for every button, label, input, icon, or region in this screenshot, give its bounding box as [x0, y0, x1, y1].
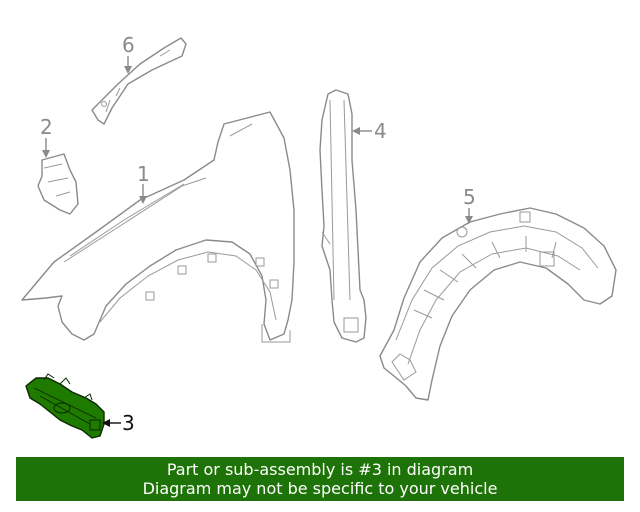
callout-number: 6	[122, 33, 135, 57]
callout-2: 2	[40, 115, 53, 158]
parts-diagram: 1 2 3 4 5 6	[21, 33, 617, 439]
callout-5: 5	[463, 185, 476, 224]
callout-3: 3	[102, 411, 135, 435]
callout-number: 1	[137, 162, 150, 186]
part-4-insulator[interactable]	[319, 89, 367, 343]
callout-number: 5	[463, 185, 476, 209]
banner-line-2: Diagram may not be specific to your vehi…	[142, 479, 498, 498]
callout-4: 4	[352, 119, 387, 143]
callout-6: 6	[122, 33, 135, 74]
part-1-fender[interactable]	[21, 111, 295, 343]
part-3-highlighted-bracket[interactable]	[25, 373, 105, 439]
part-6-upper-brace[interactable]	[91, 37, 187, 125]
callout-number: 3	[122, 411, 135, 435]
callout-1: 1	[137, 162, 150, 204]
part-2-bracket[interactable]	[37, 153, 79, 215]
banner-line-1: Part or sub-assembly is #3 in diagram	[166, 460, 474, 479]
callout-number: 2	[40, 115, 53, 139]
callout-number: 4	[374, 119, 387, 143]
info-banner: Part or sub-assembly is #3 in diagram Di…	[16, 457, 624, 501]
part-5-fender-liner[interactable]	[379, 207, 617, 401]
